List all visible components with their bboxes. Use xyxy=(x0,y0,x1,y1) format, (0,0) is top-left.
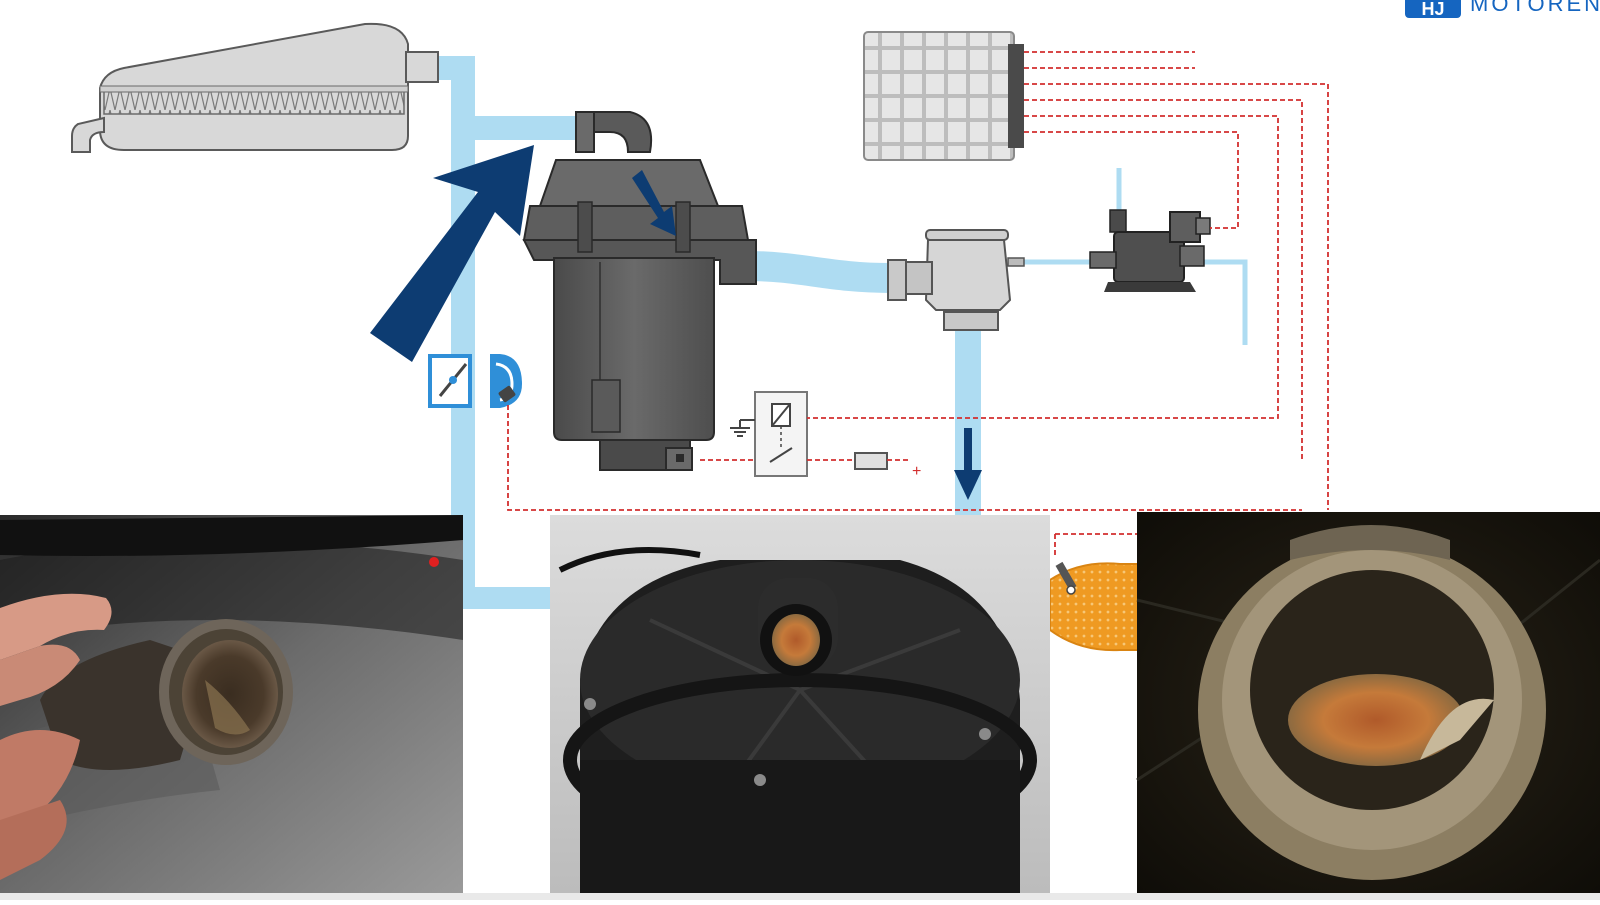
pump-to-valve-pipe xyxy=(747,251,891,293)
brand-logo-text: MOTOREN xyxy=(1470,0,1600,16)
photo-dirty-hose xyxy=(0,515,463,893)
exhaust-flow-arrow-icon xyxy=(954,428,982,500)
photo-air-pump-outlet xyxy=(550,515,1050,893)
pump-flow-arrow-icon xyxy=(632,170,676,236)
signal-wires xyxy=(507,51,1329,556)
intake-pipe-vertical xyxy=(430,56,475,600)
combination-valve xyxy=(887,229,1025,331)
plus-sign: + xyxy=(912,463,921,480)
brand-logo-mark: HJ xyxy=(1405,0,1461,18)
engine-control-unit xyxy=(863,31,1024,161)
vacuum-line-right xyxy=(1200,259,1248,345)
fuse xyxy=(854,452,888,470)
catalytic-converter xyxy=(1049,561,1141,652)
air-filter-housing xyxy=(71,22,439,153)
airflow-arrow-icon xyxy=(370,145,534,362)
vacuum-solenoid-valve xyxy=(1089,209,1211,292)
relay xyxy=(730,391,808,477)
air-pipes xyxy=(430,56,1248,609)
photo-pipe-interior xyxy=(1136,512,1600,893)
secondary-air-pump xyxy=(522,111,757,471)
mass-air-flow-sensor xyxy=(428,354,522,408)
